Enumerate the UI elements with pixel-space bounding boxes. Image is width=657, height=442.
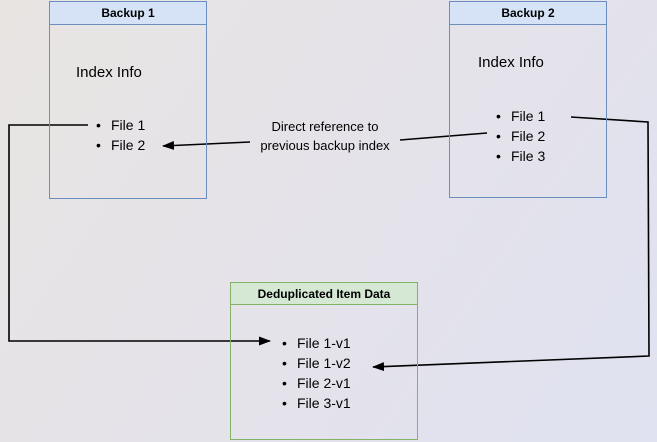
backup1-index-info-label: Index Info [76, 64, 142, 81]
dedup-title: Deduplicated Item Data [257, 286, 391, 301]
backup2-box: Backup 2 Index Info File 1 File 2 File 3 [449, 1, 607, 198]
backup1-file-item: File 2 [96, 135, 145, 155]
backup2-title: Backup 2 [501, 6, 555, 20]
edge-annotation-line2: previous backup index [260, 138, 390, 153]
edge-annotation: Direct reference to previous backup inde… [245, 117, 405, 155]
dedup-file-item: File 1-v2 [282, 353, 351, 373]
backup1-file-list: File 1 File 2 [96, 115, 145, 155]
backup1-box: Backup 1 Index Info File 1 File 2 [49, 1, 207, 199]
backup2-index-info-label: Index Info [478, 54, 544, 71]
dedup-file-list: File 1-v1 File 1-v2 File 2-v1 File 3-v1 [282, 333, 351, 413]
backup2-file-item: File 3 [496, 146, 545, 166]
dedup-header: Deduplicated Item Data [231, 283, 417, 305]
dedup-file-item: File 2-v1 [282, 373, 351, 393]
backup1-header: Backup 1 [50, 2, 206, 25]
backup2-file-list: File 1 File 2 File 3 [496, 106, 545, 166]
dedup-file-item: File 3-v1 [282, 393, 351, 413]
backup2-file-item: File 2 [496, 126, 545, 146]
backup1-title: Backup 1 [101, 6, 155, 20]
dedup-box: Deduplicated Item Data File 1-v1 File 1-… [230, 282, 418, 440]
dedup-file-item: File 1-v1 [282, 333, 351, 353]
backup2-header: Backup 2 [450, 2, 606, 25]
backup2-file-item: File 1 [496, 106, 545, 126]
backup1-file-item: File 1 [96, 115, 145, 135]
edge-annotation-line1: Direct reference to [271, 119, 379, 134]
